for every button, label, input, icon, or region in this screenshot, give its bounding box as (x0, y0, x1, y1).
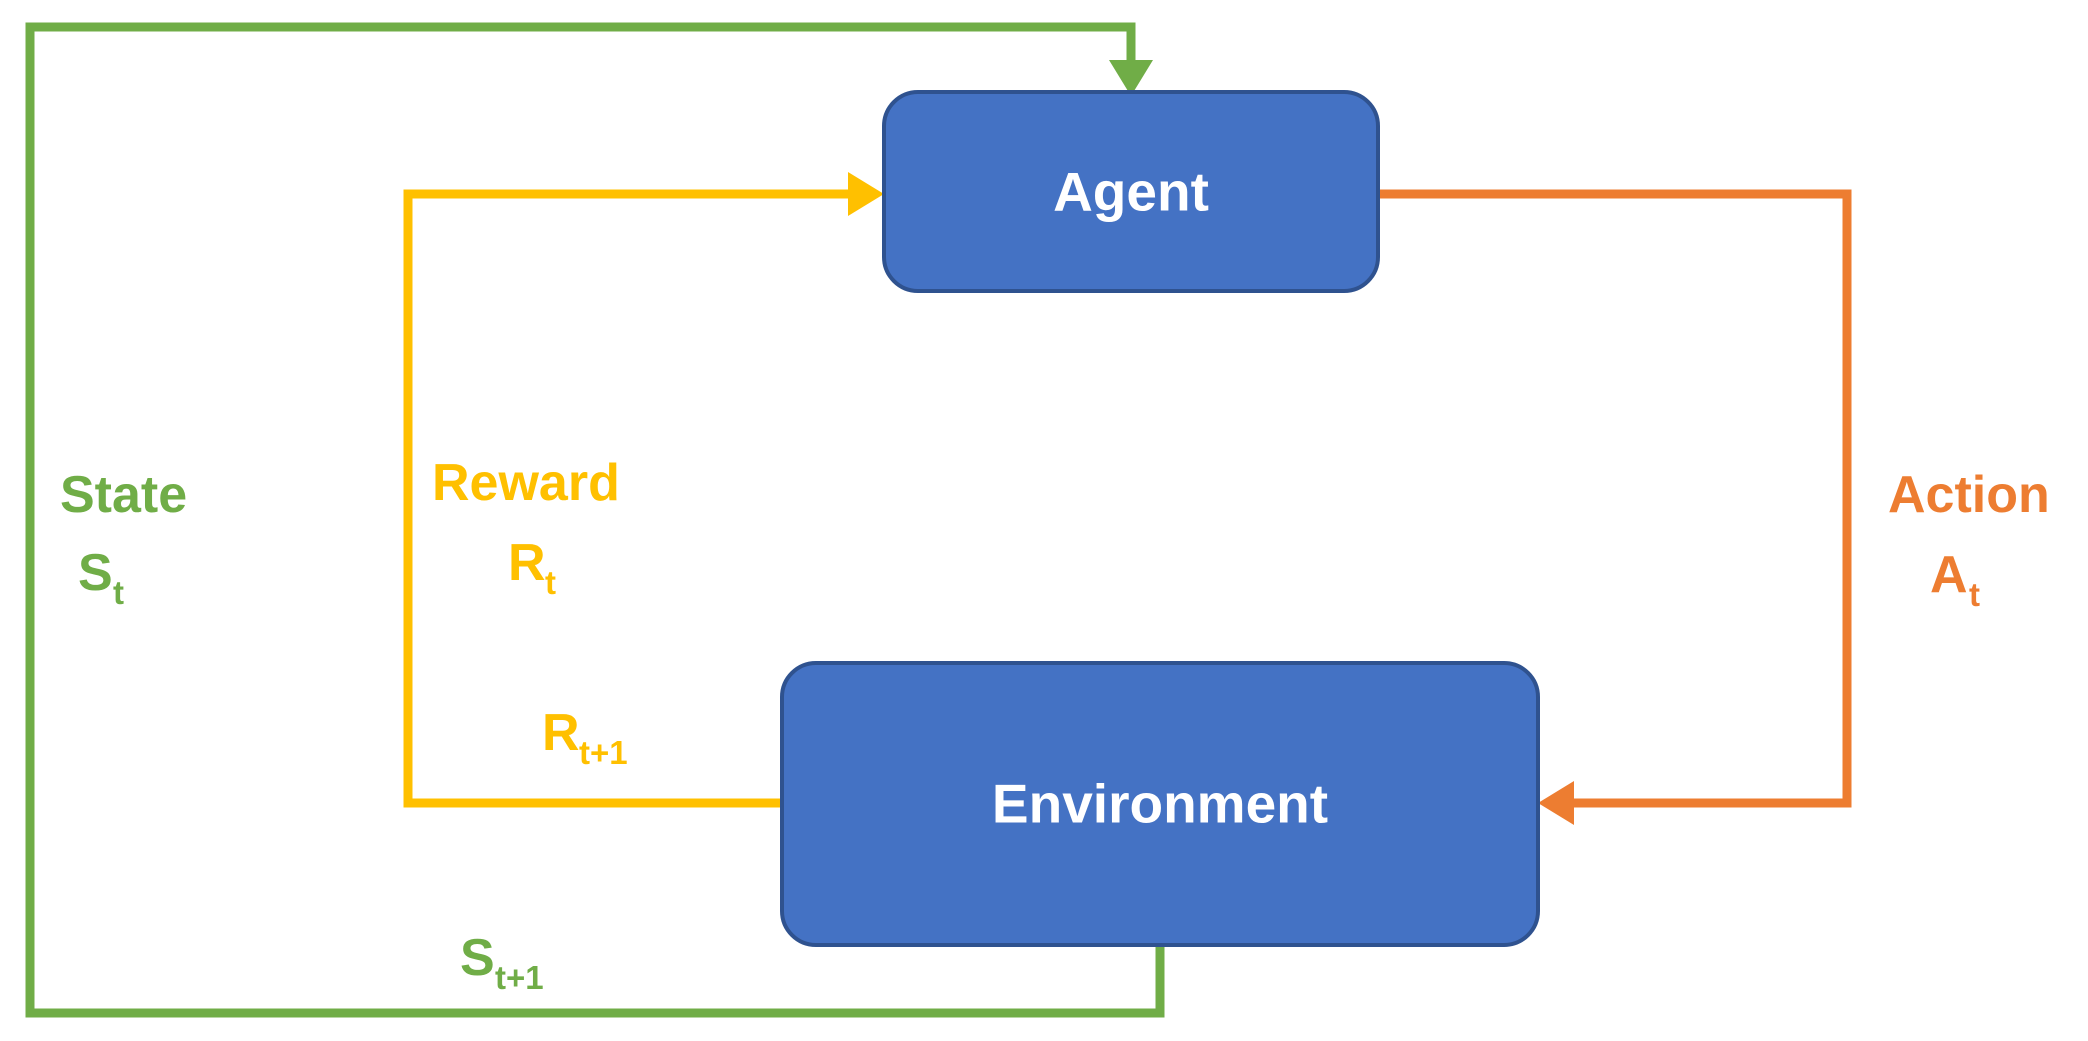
action-symbol-subscript: t (1969, 576, 1980, 613)
state-symbol-base: S (78, 544, 113, 602)
state-symbol-subscript: t (113, 574, 124, 611)
state-edge-group (25, 22, 1165, 1018)
action-edge-group (1378, 189, 1852, 825)
action-label-word: Action (1888, 466, 2050, 524)
state-next-symbol-subscript: t+1 (495, 959, 544, 996)
environment-node-label: Environment (992, 773, 1328, 835)
state-arrowhead-icon (1109, 60, 1153, 96)
reward-symbol-rt1: R t+1 (542, 704, 628, 771)
reward-arrowhead-icon (848, 172, 884, 216)
reward-symbol-subscript: t (545, 564, 556, 601)
reward-edge-group (403, 172, 884, 808)
state-label-word: State (60, 466, 187, 524)
reward-next-symbol-subscript: t+1 (579, 734, 628, 771)
reward-symbol-base: R (508, 534, 546, 592)
reward-next-symbol-base: R (542, 704, 580, 762)
agent-node-box[interactable] (882, 90, 1380, 293)
state-edge-path (25, 22, 1165, 1018)
reward-symbol-rt: R t (508, 534, 556, 601)
agent-node-label: Agent (1053, 161, 1209, 223)
state-symbol-st: S t (78, 544, 124, 611)
action-symbol-at: A t (1930, 546, 1980, 613)
action-arrowhead-icon (1538, 781, 1574, 825)
agent-node[interactable]: Agent (882, 90, 1380, 293)
action-edge-path (1378, 189, 1852, 808)
reward-label-word: Reward (432, 454, 620, 512)
action-symbol-base: A (1930, 546, 1968, 604)
reward-edge-path (403, 189, 862, 808)
environment-node[interactable]: Environment (780, 661, 1540, 947)
state-next-symbol-base: S (460, 929, 495, 987)
state-symbol-st1: S t+1 (460, 929, 544, 996)
environment-node-box[interactable] (780, 661, 1540, 947)
